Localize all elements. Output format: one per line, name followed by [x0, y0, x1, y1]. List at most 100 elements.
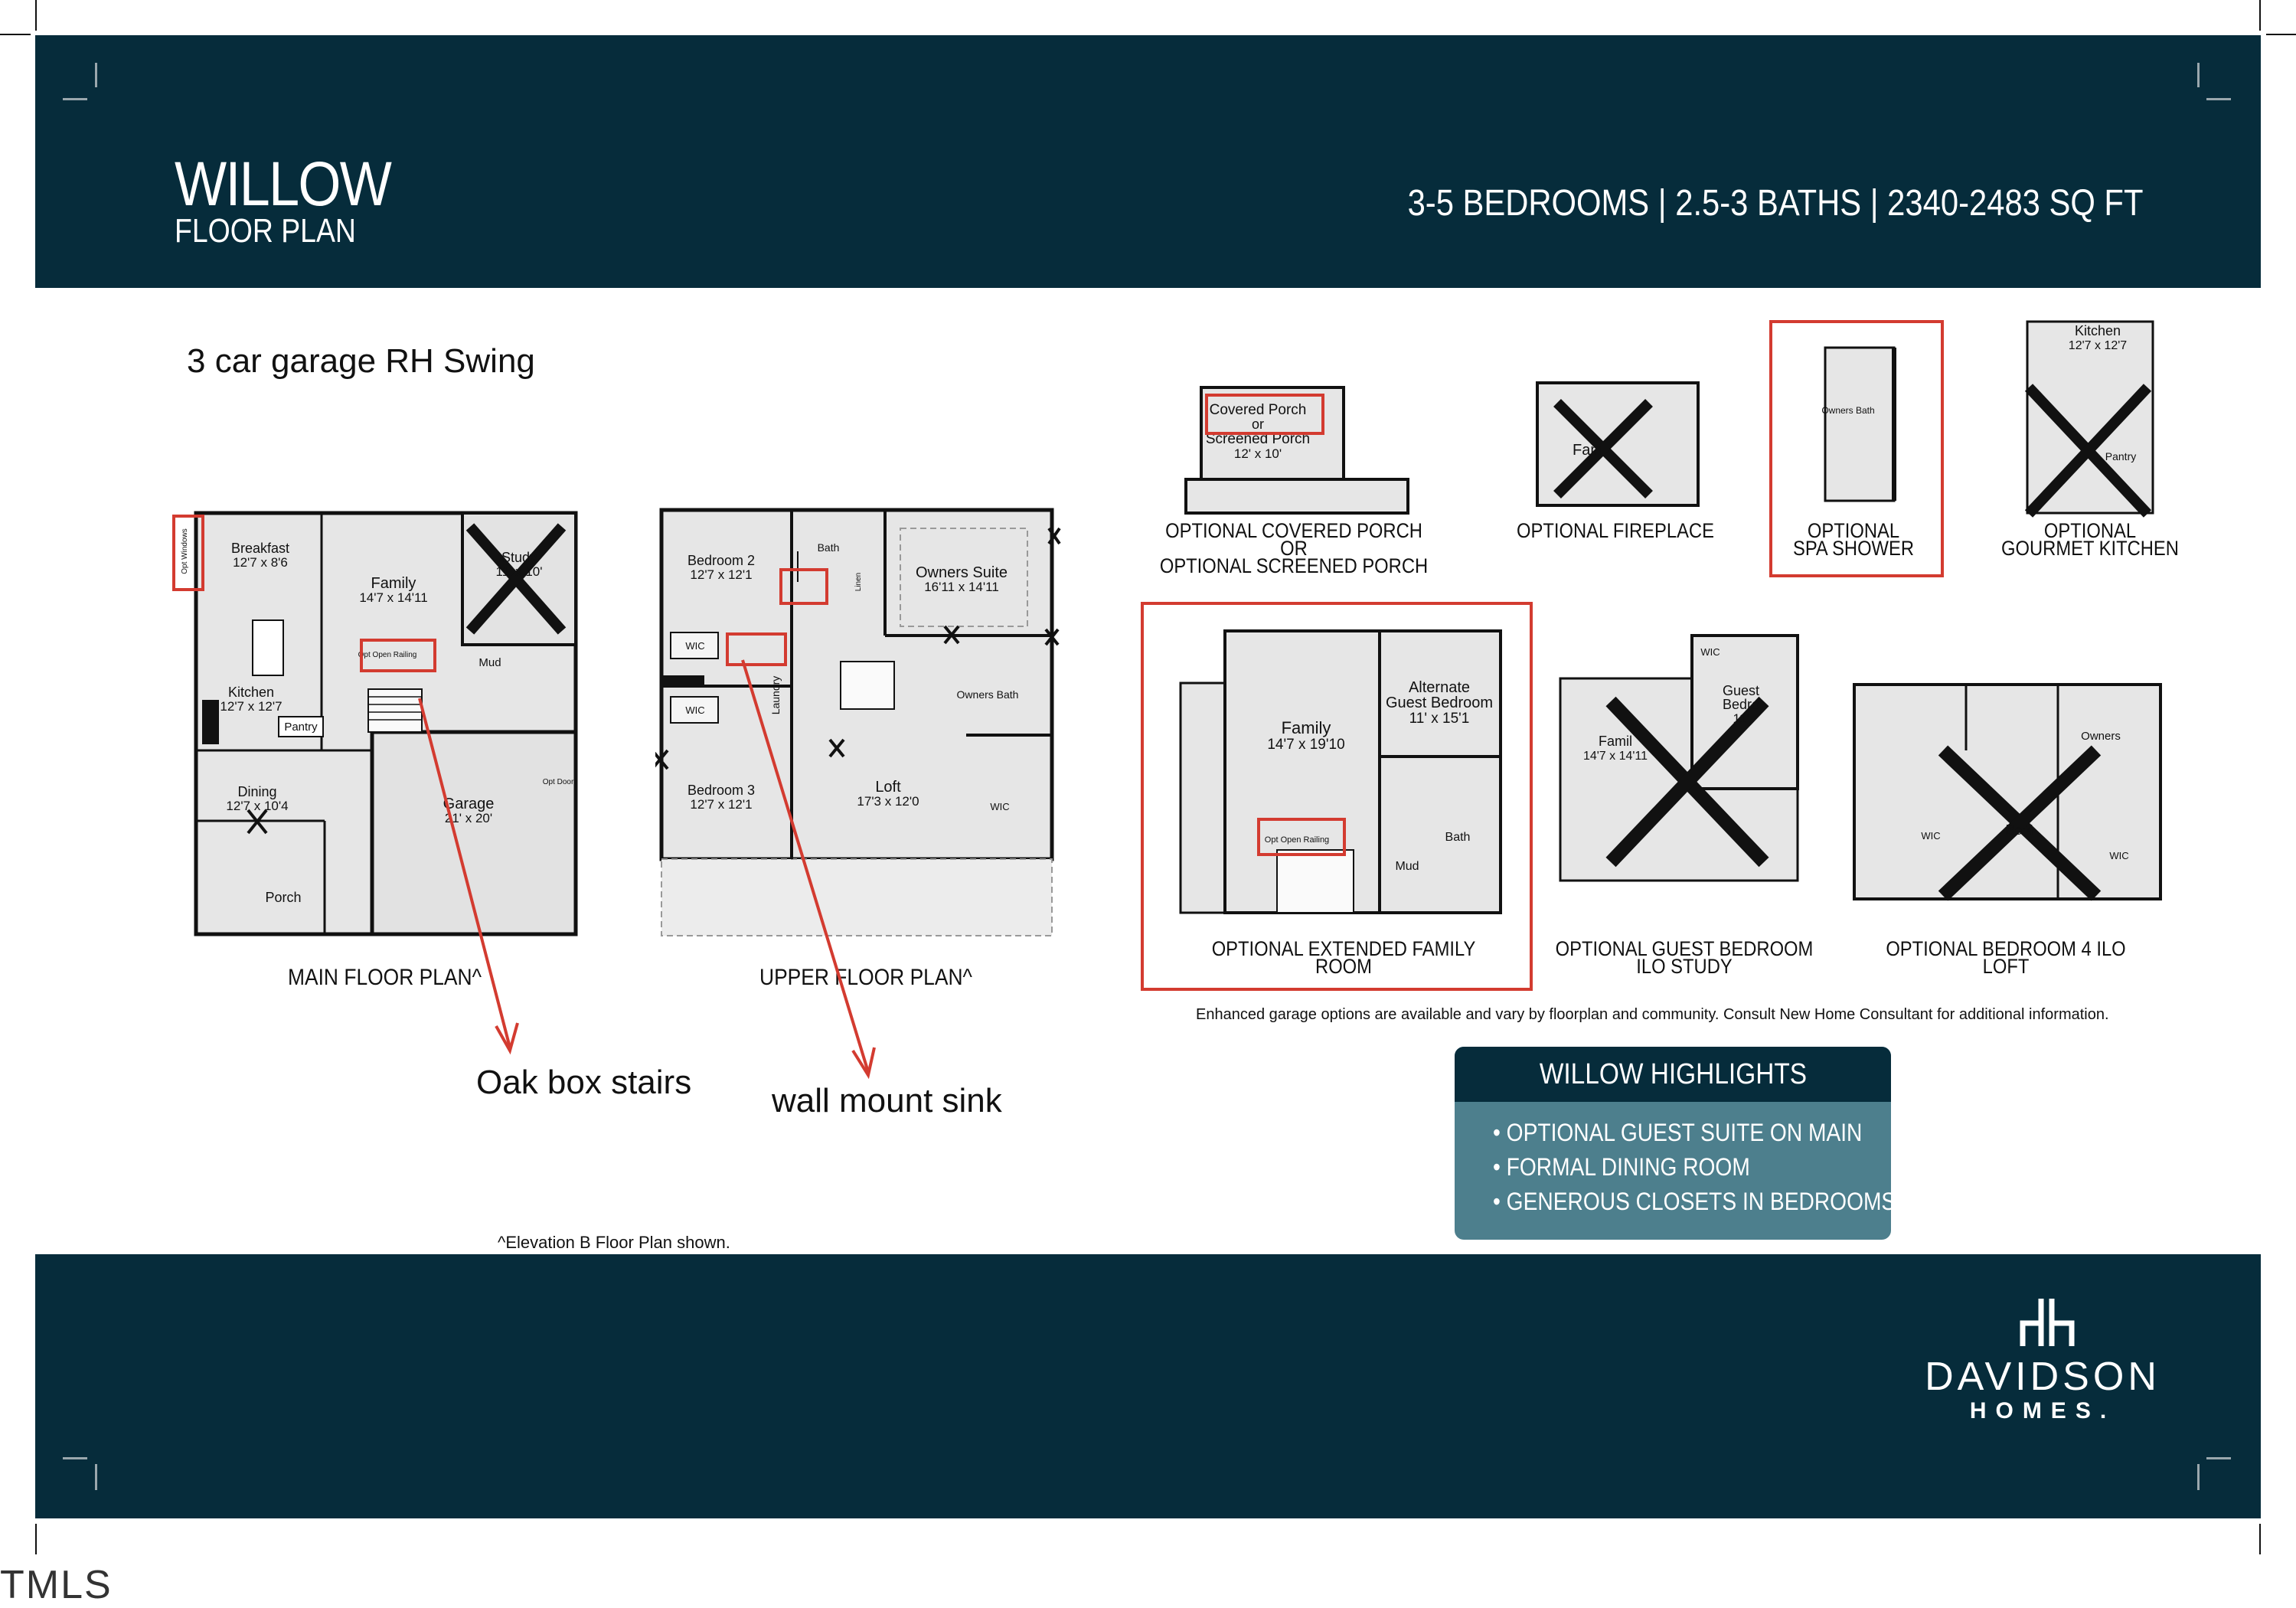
room-wic-1: WIC	[685, 640, 704, 652]
option-fireplace-label: OPTIONAL FIREPLACE	[1517, 519, 1714, 542]
crop-mark	[2206, 98, 2231, 100]
option-spa-label-2: SPA SHOWER	[1792, 537, 1914, 560]
room-bath: Bath	[818, 541, 840, 554]
guest-room-dim: 11'	[1733, 711, 1749, 726]
guest-room-2: Bedro	[1723, 697, 1759, 712]
room-bedroom3-dim: 12'7 x 12'1	[690, 797, 752, 812]
room-dining-dim: 12'7 x 10'4	[226, 799, 288, 813]
room-bedroom2: Bedroom 2	[687, 553, 755, 568]
room-kitchen-dim: 12'7 x 12'7	[220, 699, 282, 714]
guest-wic: WIC	[1700, 646, 1720, 658]
crop-mark	[0, 34, 31, 35]
highlight-opt-railing	[360, 639, 436, 672]
option-extended-label: OPTIONAL EXTENDED FAMILY ROOM	[1211, 937, 1476, 978]
room-bedroom2-dim: 12'7 x 12'1	[690, 567, 752, 582]
highlight-item: • OPTIONAL GUEST SUITE ON MAIN	[1493, 1119, 1863, 1146]
room-breakfast: Breakfast	[231, 541, 289, 556]
main-floor-plan: Breakfast 12'7 x 8'6 Family 14'7 x 14'11…	[181, 511, 578, 936]
option-guest-label: OPTIONAL GUEST BEDROOM ILO STUDY	[1555, 937, 1814, 978]
highlight-spa-shower	[1769, 320, 1944, 577]
header-band	[35, 35, 2261, 288]
option-spa-label: OPTIONAL SPA SHOWER	[1779, 519, 1928, 560]
crop-mark	[2259, 1524, 2261, 1554]
page-title: WILLOW	[175, 149, 392, 219]
page-subtitle: FLOOR PLAN	[175, 212, 356, 250]
crop-mark	[63, 98, 87, 100]
option-porch-label: OPTIONAL COVERED PORCH OR OPTIONAL SCREE…	[1152, 519, 1435, 577]
option-bedroom4-plan: Owners WIC WIC Be 4	[1853, 683, 2162, 901]
main-floor-plan-label: MAIN FLOOR PLAN^	[288, 965, 482, 990]
highlight-covered-porch	[1205, 394, 1324, 435]
option-fireplace-plan: Fam	[1536, 381, 1700, 507]
option-spa-plan: Owners Bath	[1822, 346, 1896, 502]
extended-bath: Bath	[1445, 831, 1471, 844]
upper-floor-plan-label: UPPER FLOOR PLAN^	[759, 965, 972, 990]
room-pantry: Pantry	[284, 721, 318, 734]
option-spa-label-1: OPTIONAL	[1807, 519, 1900, 542]
bedroom4-room: Be 4	[2005, 822, 2033, 838]
option-porch-label-1: OPTIONAL COVERED PORCH OR	[1165, 519, 1422, 560]
footer-band	[35, 1254, 2261, 1518]
room-owners-bath: Owners Bath	[957, 688, 1019, 701]
guest-family: Famil	[1599, 734, 1632, 749]
room-family-dim: 14'7 x 14'11	[359, 590, 427, 605]
room-linen: Linen	[854, 573, 863, 591]
stairs-note: Oak box stairs	[476, 1064, 692, 1101]
room-garage: Garage	[443, 796, 495, 812]
brand-sub: HOMES.	[1969, 1398, 2116, 1423]
kitchen-room: Kitchen	[2075, 323, 2121, 338]
crop-mark	[2259, 0, 2261, 31]
extended-family-room: Family	[1282, 718, 1331, 737]
kitchen-pantry: Pantry	[2105, 450, 2136, 462]
crop-mark	[35, 1524, 37, 1554]
highlight-opt-sink	[779, 568, 828, 605]
option-guest-plan: Guest Bedro 11' Famil 14'7 x 14'11 WIC	[1559, 634, 1799, 882]
extended-railing: Opt Open Railing	[1265, 835, 1329, 845]
extended-guest-2: Guest Bedroom	[1386, 695, 1493, 711]
bedroom4-wic-2: WIC	[2109, 850, 2128, 861]
crop-mark	[2206, 1457, 2231, 1459]
crop-mark	[95, 63, 97, 87]
garage-options-note: Enhanced garage options are available an…	[1196, 1006, 2109, 1023]
highlight-opt-windows	[172, 515, 204, 591]
option-kitchen-label-2: GOURMET KITCHEN	[2001, 537, 2179, 560]
highlight-item: • FORMAL DINING ROOM	[1493, 1153, 1750, 1181]
room-owners-suite: Owners Suite	[916, 564, 1008, 581]
dh-monogram-icon	[2020, 1299, 2075, 1346]
room-garage-dim: 21' x 20'	[445, 811, 492, 825]
room-loft-dim: 17'3 x 12'0	[857, 794, 919, 809]
room-study: Study	[501, 550, 537, 565]
davidson-homes-logo: DAVIDSON HOMES.	[1920, 1296, 2165, 1433]
highlight-extended-railing	[1257, 818, 1346, 856]
crop-mark	[2197, 63, 2200, 87]
sink-note: wall mount sink	[772, 1082, 1002, 1119]
porch-dim: 12' x 10'	[1234, 446, 1282, 461]
extended-guest-dim: 11' x 15'1	[1409, 711, 1470, 727]
extended-guest: Alternate	[1409, 679, 1470, 696]
room-loft: Loft	[875, 779, 901, 796]
elevation-note: ^Elevation B Floor Plan shown.	[498, 1233, 730, 1252]
option-kitchen-label-1: OPTIONAL	[2043, 519, 2137, 542]
room-porch: Porch	[265, 890, 301, 905]
home-specs: 3-5 BEDROOMS | 2.5-3 BATHS | 2340-2483 S…	[1407, 183, 2143, 224]
room-family: Family	[371, 575, 416, 592]
room-laundry: Laundry	[769, 676, 782, 715]
crop-mark	[2197, 1464, 2200, 1490]
garage-note: 3 car garage RH Swing	[187, 342, 535, 380]
bedroom4-wic-1: WIC	[1921, 830, 1940, 842]
room-breakfast-dim: 12'7 x 8'6	[233, 555, 288, 570]
guest-room: Guest	[1723, 683, 1759, 698]
porch-room: Covered Porch	[1210, 402, 1307, 418]
fireplace-room: Fam	[1573, 442, 1603, 459]
opt-door: Opt Door	[543, 778, 574, 786]
room-bedroom3: Bedroom 3	[687, 783, 755, 798]
highlights-card: WILLOW HIGHLIGHTS • OPTIONAL GUEST SUITE…	[1455, 1047, 1891, 1240]
room-dining: Dining	[237, 784, 276, 799]
upper-floor-plan: Bedroom 2 12'7 x 12'1 Bath Owners Suite …	[655, 508, 1061, 936]
extended-mud: Mud	[1395, 860, 1419, 873]
porch-alt: Screened Porch	[1206, 431, 1310, 447]
room-owners-suite-dim: 16'11 x 14'11	[924, 580, 999, 594]
highlight-opt-tub	[726, 632, 787, 666]
brand-name: DAVIDSON	[1925, 1355, 2160, 1399]
